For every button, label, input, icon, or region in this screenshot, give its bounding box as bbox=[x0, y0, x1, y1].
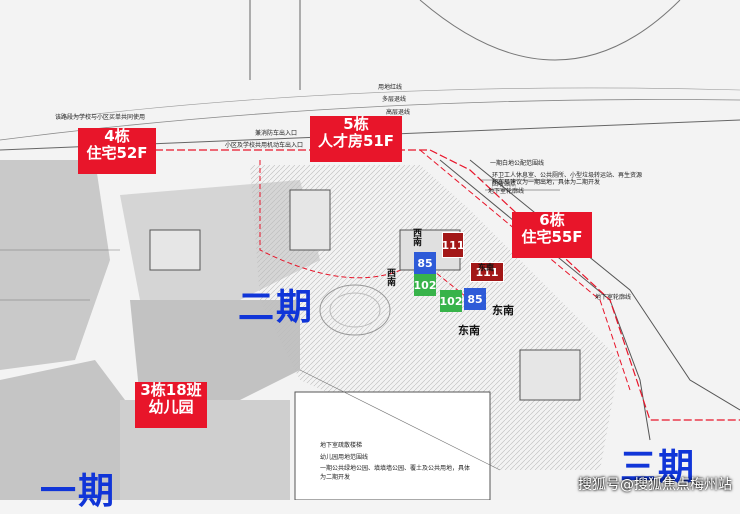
basement-outline-label-right: 地下室轮廓线 bbox=[595, 294, 632, 301]
building-3-type: 幼儿园 bbox=[148, 398, 194, 417]
site-plan-map bbox=[0, 0, 740, 500]
annotation-shared-road: 该路段为学校与小区买单共同使用 bbox=[55, 114, 146, 121]
fire-truck-entrance-label: 兼消防车出入口 bbox=[255, 130, 298, 137]
direction-southeast-tag: 东南 bbox=[478, 263, 494, 272]
building-3-callout: 3栋18班 幼儿园 bbox=[135, 381, 207, 428]
unit-tag-111-lower: 111 bbox=[470, 262, 504, 282]
unit-tag-102-left: 102 bbox=[414, 274, 436, 296]
unit-tag-111-upper: 111 bbox=[442, 232, 464, 258]
phase-1-label: 一期 bbox=[40, 471, 117, 512]
phase-3-label: 三期 bbox=[620, 447, 697, 488]
building-6-type: 住宅55F bbox=[521, 228, 583, 247]
direction-southwest-lower: 西南 bbox=[385, 268, 395, 286]
phase1-range-line-label: 一期白地公配范围线 bbox=[490, 160, 545, 167]
kindergarten-note: 一期公共绿地公园、填填墙公园、覆土及公共用地，具体为二期开发 bbox=[320, 465, 471, 481]
building-3-name: 3栋18班 bbox=[140, 381, 202, 399]
kindergarten-range-label: 幼儿园用地范围线 bbox=[320, 454, 369, 461]
legend-highrise-setback: 高层退线 bbox=[386, 109, 411, 116]
basement-stair-label: 地下室疏散楼梯 bbox=[320, 442, 363, 449]
building-4-type: 住宅52F bbox=[86, 144, 148, 163]
building-5-type: 人才房51F bbox=[317, 132, 395, 151]
unit-tag-85-right: 85 bbox=[464, 288, 486, 310]
phase1-facility-note: 环卫工人休息室、公共厕所、小型垃圾转运站、再生资源回收站点 bbox=[492, 172, 643, 188]
legend-land-red-line: 用地红线 bbox=[378, 84, 403, 91]
direction-southwest-upper: 西南 bbox=[411, 228, 421, 246]
building-5-name: 5栋 bbox=[343, 115, 369, 133]
building-5-callout: 5栋 人才房51F bbox=[310, 115, 402, 162]
phase1-facility-note2: 和布局建议为一期出地，具体为二期开发 bbox=[492, 179, 601, 186]
direction-southeast-bottom: 东南 bbox=[458, 324, 480, 337]
building-6-callout: 6栋 住宅55F bbox=[512, 211, 592, 258]
basement-outline-label: 地下室轮廓线 bbox=[488, 188, 525, 195]
unit-tag-102-right: 102 bbox=[440, 290, 462, 312]
watermark: 搜狐号@搜狐焦点梅州站 bbox=[578, 477, 732, 493]
phase-2-label: 二期 bbox=[238, 287, 315, 328]
shared-vehicle-entrance-label: 小区及学校共用机动车出入口 bbox=[225, 142, 304, 149]
legend-multistory-setback: 多层退线 bbox=[382, 96, 407, 103]
building-6-name: 6栋 bbox=[539, 211, 565, 229]
building-4-name: 4栋 bbox=[104, 127, 130, 145]
building-4-callout: 4栋 住宅52F bbox=[78, 127, 156, 174]
direction-southeast-right: 东南 bbox=[492, 304, 514, 317]
unit-tag-85-left: 85 bbox=[414, 252, 436, 274]
